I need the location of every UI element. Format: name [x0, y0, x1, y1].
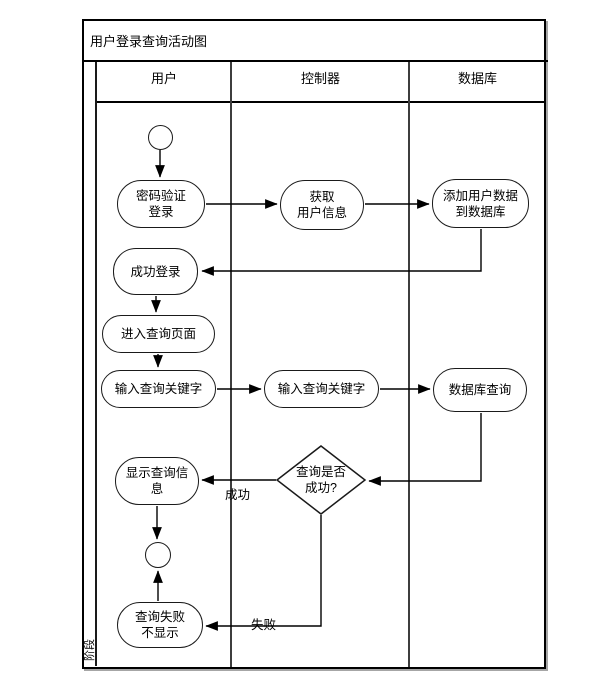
- start-node[interactable]: [148, 125, 173, 150]
- activity-query-fail-hidden[interactable]: 查询失败 不显示: [117, 602, 203, 648]
- activity-input-keyword-user[interactable]: 输入查询关键字: [101, 370, 216, 408]
- lane-divider-user-controller: [230, 62, 232, 667]
- decision-label: 查询是否 成功?: [295, 465, 346, 495]
- activity-login-success[interactable]: 成功登录: [113, 248, 198, 295]
- activity-db-query[interactable]: 数据库查询: [433, 368, 527, 412]
- lane-header-bottom-line: [97, 101, 545, 103]
- end-node[interactable]: [145, 542, 171, 568]
- edge-label-fail: 失败: [251, 618, 277, 632]
- lane-divider-controller-database: [408, 62, 410, 667]
- activity-display-query-info[interactable]: 显示查询信 息: [115, 457, 199, 505]
- lane-header-controller: 控制器: [300, 71, 340, 86]
- activity-enter-query-page[interactable]: 进入查询页面: [102, 315, 215, 353]
- activity-add-user-data[interactable]: 添加用户数据 到数据库: [432, 179, 529, 228]
- lane-header-database: 数据库: [457, 71, 497, 86]
- diagram-title-row: 用户登录查询活动图: [84, 21, 548, 62]
- diagram-title: 用户登录查询活动图: [90, 34, 208, 49]
- activity-password-login[interactable]: 密码验证 登录: [117, 180, 205, 228]
- phase-label: 阶段: [84, 639, 96, 661]
- activity-input-keyword-controller[interactable]: 输入查询关键字: [264, 370, 379, 408]
- phase-column: 阶段: [84, 62, 97, 666]
- activity-get-user-info[interactable]: 获取 用户信息: [280, 180, 364, 230]
- edge-label-success: 成功: [225, 488, 251, 502]
- lane-header-user: 用户: [150, 71, 177, 86]
